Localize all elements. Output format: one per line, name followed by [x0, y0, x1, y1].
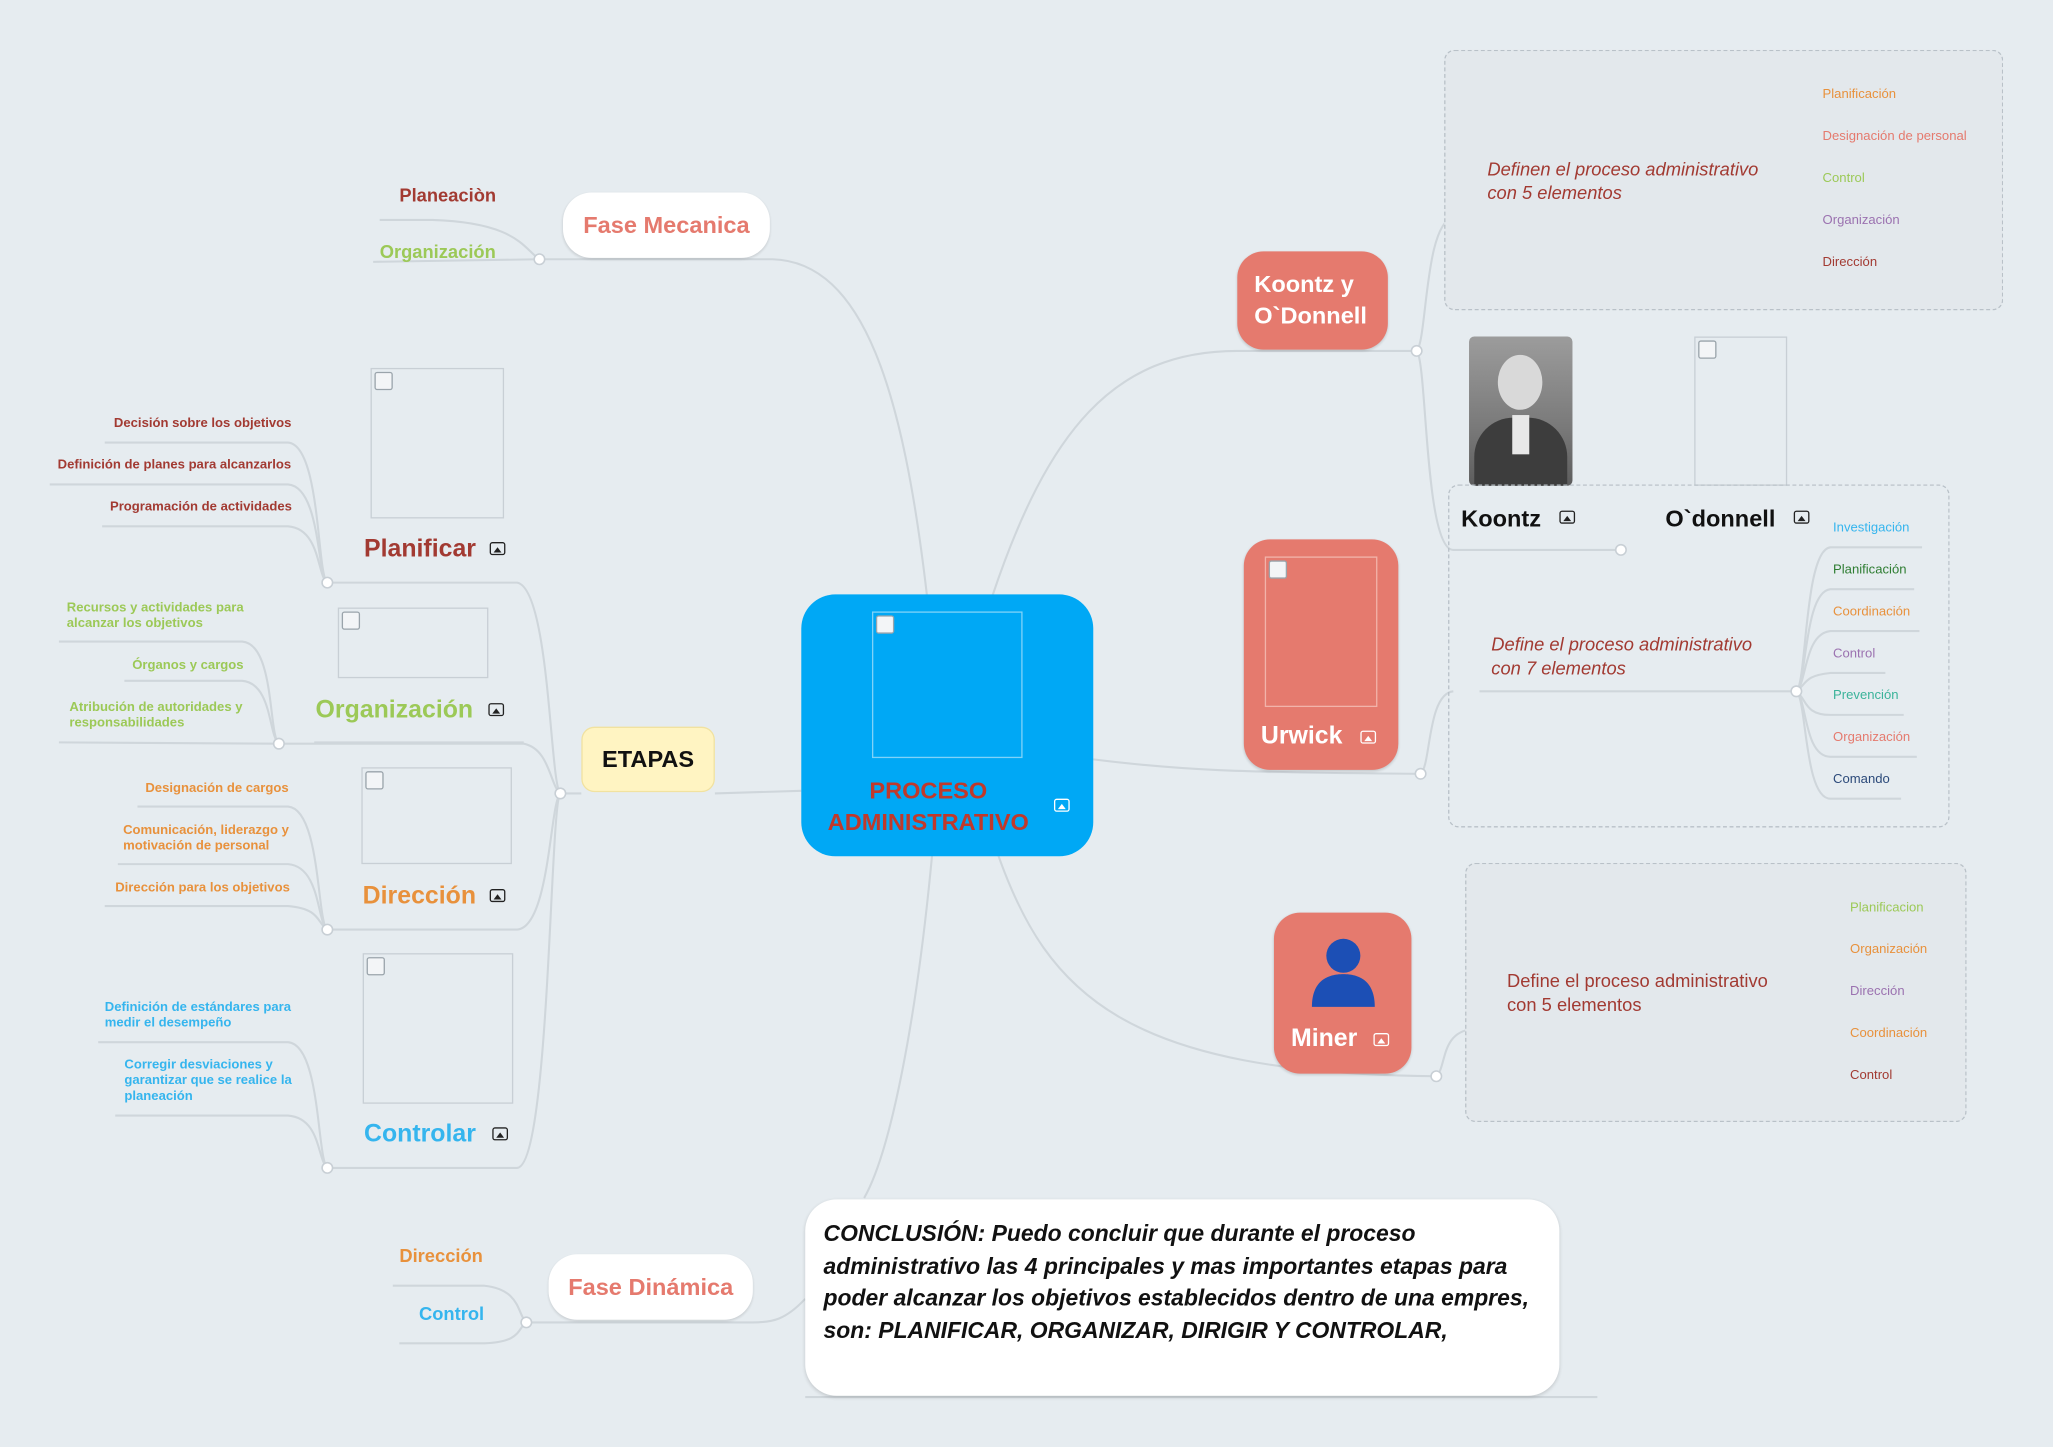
image-icon[interactable] [488, 703, 505, 717]
image-icon[interactable] [489, 542, 506, 556]
urwick-item[interactable]: Comando [1833, 772, 1890, 787]
urwick-item[interactable]: Investigación [1833, 521, 1910, 536]
organizacion-image-placeholder [337, 607, 489, 679]
image-icon[interactable] [492, 1127, 509, 1141]
koontz-odonnell-node[interactable]: Koontz y O`Donnell [1237, 251, 1388, 350]
urwick-description: Define el proceso administrativo con 7 e… [1491, 633, 1753, 679]
fase-dinamica-item-control[interactable]: Control [418, 1302, 485, 1324]
koontz-name[interactable]: Koontz [1461, 505, 1542, 532]
controlar-item[interactable]: Definición de estándares para medir el d… [104, 1000, 292, 1031]
miner-item[interactable]: Control [1850, 1068, 1893, 1083]
conclusion-text: CONCLUSIÓN: Puedo concluir que durante e… [823, 1220, 1529, 1343]
miner-description: Define el proceso administrativo con 5 e… [1507, 970, 1768, 1015]
image-icon[interactable] [1053, 798, 1070, 812]
etapas-title: ETAPAS [602, 745, 695, 772]
image-icon[interactable] [1559, 510, 1576, 524]
image-icon[interactable] [1373, 1033, 1390, 1047]
koontz-description: Definen el proceso administrativo con 5 … [1487, 158, 1759, 203]
etapas-node[interactable]: ETAPAS [581, 726, 715, 793]
image-icon[interactable] [1793, 510, 1810, 524]
fase-dinamica-node[interactable]: Fase Dinámica [548, 1254, 753, 1320]
urwick-title: Urwick [1260, 722, 1343, 751]
urwick-item[interactable]: Prevención [1833, 688, 1899, 704]
koontz-item[interactable]: Designación de personal [1822, 129, 1967, 145]
urwick-item[interactable]: Coordinación [1833, 604, 1911, 620]
direccion-item[interactable]: Dirección para los objetivos [115, 881, 290, 896]
image-icon[interactable] [1360, 730, 1377, 744]
miner-item[interactable]: Coordinación [1850, 1026, 1928, 1041]
organizacion-item[interactable]: Recursos y actividades para alcanzar los… [66, 600, 244, 632]
center-node[interactable]: PROCESO ADMINISTRATIVO [801, 594, 1094, 857]
planificar-item[interactable]: Definición de planes para alcanzarlos [57, 458, 292, 473]
fase-mecanica-node[interactable]: Fase Mecanica [562, 192, 770, 258]
conclusion-node[interactable]: CONCLUSIÓN: Puedo concluir que durante e… [805, 1199, 1560, 1396]
center-image-placeholder [871, 611, 1023, 759]
odonnell-image-placeholder [1694, 336, 1788, 486]
urwick-group [1448, 484, 1950, 828]
organizacion-item[interactable]: Órganos y cargos [132, 658, 244, 673]
urwick-item[interactable]: Planificación [1833, 562, 1907, 578]
planificar-item[interactable]: Programación de actividades [109, 500, 292, 515]
miner-node[interactable]: Miner [1273, 912, 1412, 1074]
direccion-item[interactable]: Comunicación, liderazgo y motivación de … [123, 823, 289, 854]
urwick-item[interactable]: Organización [1833, 730, 1911, 745]
image-icon[interactable] [489, 889, 506, 903]
koontz-item[interactable]: Control [1822, 171, 1865, 186]
center-title: PROCESO ADMINISTRATIVO [827, 777, 1029, 836]
fase-dinamica-title: Fase Dinámica [568, 1273, 734, 1300]
planificar-title[interactable]: Planificar [363, 535, 476, 563]
miner-title: Miner [1290, 1025, 1358, 1053]
koontz-odonnell-title: Koontz y O`Donnell [1254, 271, 1367, 329]
direccion-title[interactable]: Dirección [362, 882, 477, 910]
fase-mecanica-item-organizacion[interactable]: Organización [379, 240, 496, 262]
koontz-item[interactable]: Dirección [1822, 255, 1878, 270]
direccion-image-placeholder [361, 767, 512, 865]
koontz-group [1444, 49, 2004, 311]
planificar-image-placeholder [370, 367, 505, 519]
urwick-image-placeholder [1264, 556, 1378, 708]
odonnell-name[interactable]: O`donnell [1665, 505, 1776, 532]
fase-mecanica-item-planeacion[interactable]: Planeaciòn [399, 184, 497, 206]
organizacion-title[interactable]: Organización [315, 696, 474, 725]
urwick-node[interactable]: Urwick [1243, 539, 1399, 770]
fase-dinamica-item-direccion[interactable]: Dirección [399, 1245, 483, 1267]
organizacion-item[interactable]: Atribución de autoridades y responsabili… [69, 700, 243, 731]
miner-group [1465, 862, 1967, 1123]
miner-item[interactable]: Planificacion [1850, 900, 1924, 916]
planificar-item[interactable]: Decisión sobre los objetivos [113, 416, 292, 431]
miner-item[interactable]: Dirección [1850, 984, 1905, 999]
controlar-title[interactable]: Controlar [363, 1120, 476, 1149]
direccion-item[interactable]: Designación de cargos [145, 781, 289, 797]
urwick-item[interactable]: Control [1833, 646, 1876, 662]
koontz-portrait [1469, 336, 1573, 486]
controlar-image-placeholder [362, 953, 514, 1104]
user-avatar-icon [1311, 938, 1375, 1007]
miner-item[interactable]: Organización [1850, 942, 1928, 958]
controlar-item[interactable]: Corregir desviaciones y garantizar que s… [124, 1057, 292, 1104]
koontz-item[interactable]: Organización [1822, 213, 1900, 228]
koontz-item[interactable]: Planificación [1822, 87, 1897, 103]
fase-mecanica-title: Fase Mecanica [583, 211, 750, 238]
